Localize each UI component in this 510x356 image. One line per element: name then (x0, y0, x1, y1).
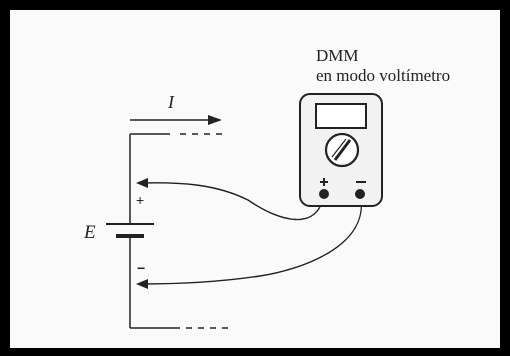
battery-symbol (106, 223, 154, 238)
positive-terminal (319, 189, 329, 199)
positive-lead (136, 178, 325, 221)
negative-lead (136, 193, 363, 289)
current-label: I (168, 92, 174, 112)
plus-sign: + (136, 192, 145, 208)
minus-sign: − (137, 260, 146, 276)
negative-terminal (355, 189, 365, 199)
dmm-meter (299, 93, 383, 207)
top-wire (129, 133, 222, 223)
source-label: E (84, 222, 96, 243)
diagram-panel (10, 10, 500, 348)
current-arrow (130, 115, 222, 125)
meter-display (315, 103, 367, 129)
meter-subtitle: en modo voltímetro (316, 66, 451, 85)
bottom-wire (129, 236, 228, 329)
meter-title: DMM (316, 46, 359, 65)
